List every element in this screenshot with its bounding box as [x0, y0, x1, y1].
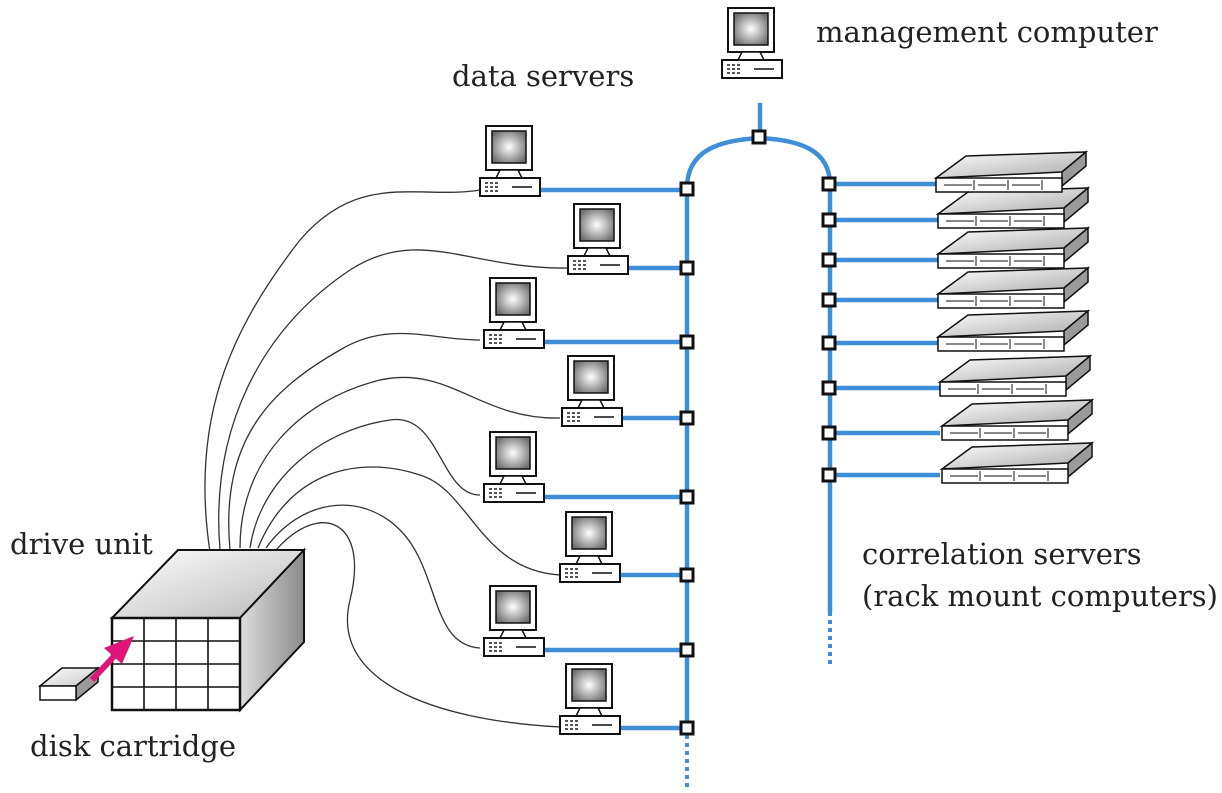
drive-unit-label: drive unit	[10, 527, 153, 561]
rack-server-icon	[937, 267, 1089, 309]
drive-unit-icon	[109, 547, 307, 713]
rack-server-icon	[941, 442, 1093, 484]
data-server-icon	[483, 277, 545, 349]
data-server-icon	[559, 511, 621, 583]
rack-server-icon	[937, 187, 1089, 229]
insert-arrow	[89, 636, 134, 683]
rack-server-icon	[939, 355, 1091, 397]
data-server-icon	[483, 431, 545, 503]
correlation-servers-label: correlation servers	[862, 537, 1142, 571]
data-server-icon	[561, 355, 623, 427]
disk-cartridge-label: disk cartridge	[30, 729, 236, 763]
data-server-icon	[567, 203, 629, 275]
data-servers	[479, 125, 629, 735]
rack-server-icon	[937, 310, 1089, 352]
network-nodes	[679, 129, 837, 736]
rack-server-icon	[941, 399, 1093, 441]
data-server-icon	[483, 585, 545, 657]
rack-server-icon	[935, 151, 1087, 193]
data-servers-label: data servers	[452, 59, 635, 93]
management-computer-label: management computer	[816, 15, 1158, 49]
correlation-servers-sublabel: (rack mount computers)	[862, 579, 1219, 613]
data-server-icon	[559, 663, 621, 735]
disk-cartridge-icon	[37, 666, 101, 702]
rack-server-icon	[937, 227, 1089, 269]
data-server-icon	[479, 125, 541, 197]
correlation-servers	[935, 151, 1093, 484]
drive-cables	[204, 189, 571, 728]
management-computer-icon	[721, 7, 783, 79]
